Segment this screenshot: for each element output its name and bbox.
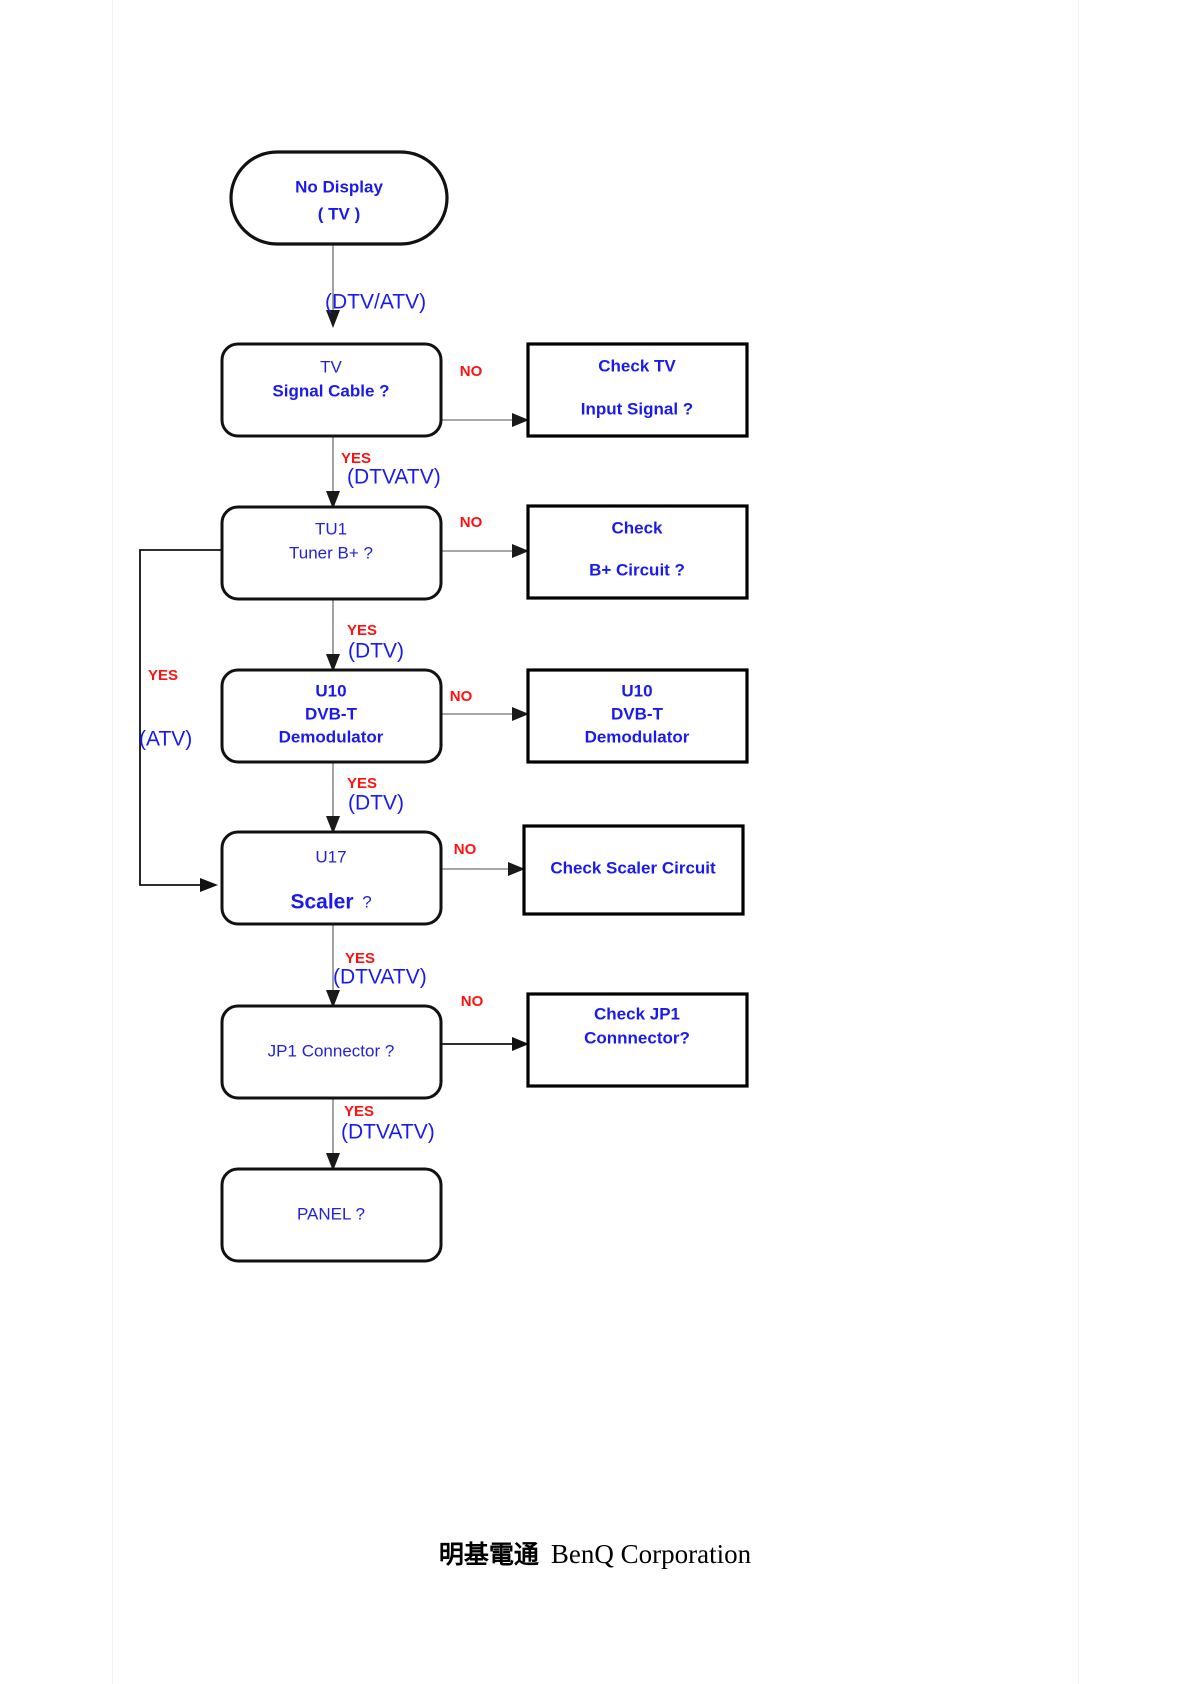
- edge-label-tv-yes-mode: (DTVATV): [347, 466, 441, 489]
- node-u17-line2: Scaler: [290, 891, 353, 914]
- node-tv-signal-cable[interactable]: TV Signal Cable ?: [220, 342, 443, 438]
- node-check-scaler-line1: Check Scaler Circuit: [550, 858, 716, 877]
- edge-label-u17-yes: YES: [345, 950, 375, 967]
- node-tv-signal-line2: Signal Cable ?: [272, 381, 389, 400]
- node-u10-line2: DVB-T: [305, 704, 358, 723]
- node-u10-check-line3: Demodulator: [585, 727, 690, 746]
- node-jp1-connector[interactable]: JP1 Connector ?: [220, 1004, 443, 1100]
- footer-company-latin: BenQ Corporation: [550, 1539, 752, 1569]
- connector-start-to-tv-signal: [326, 243, 340, 328]
- node-start-line2: ( TV ): [318, 204, 361, 223]
- node-check-bplus-circuit[interactable]: Check B+ Circuit ?: [526, 504, 749, 600]
- node-tv-signal-line1: TV: [320, 357, 342, 376]
- node-check-tv-line1: Check TV: [598, 356, 676, 375]
- node-u17-scaler[interactable]: U17 Scaler ?: [220, 830, 443, 926]
- edge-label-tu1-yes: YES: [347, 622, 377, 639]
- connector-u17-no: [441, 862, 525, 876]
- edge-label-u17-no: NO: [454, 841, 477, 858]
- connector-jp1-no: [441, 1037, 529, 1051]
- node-u17-line1: U17: [315, 847, 346, 866]
- node-u10-dvbt-demodulator-check[interactable]: U10 DVB-T Demodulator: [526, 668, 749, 764]
- connector-tv-signal-yes: [326, 434, 340, 509]
- node-u10-line3: Demodulator: [279, 727, 384, 746]
- flowchart-canvas: No Display ( TV ) TV Signal Cable ? Chec…: [139, 150, 749, 1263]
- node-tu1-line1: TU1: [315, 519, 347, 538]
- edge-label-atv-mode: (ATV): [139, 728, 192, 751]
- node-u17-line2b: ?: [362, 892, 371, 911]
- node-u10-check-line2: DVB-T: [611, 704, 664, 723]
- connector-tu1-yes-atv-bypass: [139, 549, 222, 892]
- node-check-jp1-connector[interactable]: Check JP1 Connnector?: [526, 992, 749, 1088]
- connector-jp1-yes: [326, 1095, 340, 1171]
- edge-label-u17-yes-mode: (DTVATV): [333, 966, 427, 989]
- node-check-tv-line2: Input Signal ?: [581, 399, 693, 418]
- footer-company-cjk: 明基電通: [438, 1540, 539, 1569]
- connector-tu1-no: [441, 544, 529, 558]
- edge-label-tv-yes: YES: [341, 450, 371, 467]
- footer: 明基電通 BenQ Corporation: [0, 1535, 1190, 1571]
- edge-label-atv-yes: YES: [148, 667, 178, 684]
- node-u10-check-line1: U10: [621, 681, 652, 700]
- edge-label-jp1-yes: YES: [344, 1103, 374, 1120]
- node-check-scaler-circuit[interactable]: Check Scaler Circuit: [522, 824, 745, 916]
- node-check-jp1-line1: Check JP1: [594, 1004, 680, 1023]
- connector-tv-signal-no: [441, 413, 529, 427]
- node-jp1-line1: JP1 Connector ?: [268, 1041, 395, 1060]
- node-tu1-tuner-bplus[interactable]: TU1 Tuner B+ ?: [220, 505, 443, 601]
- edge-label-jp1-yes-mode: (DTVATV): [341, 1121, 435, 1144]
- node-start[interactable]: No Display ( TV ): [229, 150, 449, 246]
- node-check-jp1-line2: Connnector?: [584, 1028, 690, 1047]
- connector-tu1-yes-dtv: [326, 596, 340, 672]
- node-tu1-line2: Tuner B+ ?: [289, 543, 373, 562]
- page-right-edge: [1078, 0, 1079, 1684]
- edge-label-tu1-yes-mode: (DTV): [348, 640, 404, 663]
- node-check-bplus-line1: Check: [611, 518, 663, 537]
- edge-label-start-mode: (DTV/ATV): [325, 291, 426, 314]
- edge-label-u10-yes-mode: (DTV): [348, 792, 404, 815]
- page-left-edge: [112, 0, 113, 1684]
- node-check-tv-input-signal[interactable]: Check TV Input Signal ?: [526, 342, 749, 438]
- node-start-line1: No Display: [295, 177, 383, 196]
- node-panel[interactable]: PANEL ?: [220, 1167, 443, 1263]
- edge-label-u10-yes: YES: [347, 775, 377, 792]
- edge-label-jp1-no: NO: [461, 993, 484, 1010]
- node-check-bplus-line2: B+ Circuit ?: [589, 560, 685, 579]
- node-u10-line1: U10: [315, 681, 346, 700]
- connector-u10-yes-dtv: [326, 759, 340, 834]
- connector-u17-yes: [326, 921, 340, 1008]
- edge-label-tu1-no: NO: [460, 514, 483, 531]
- edge-label-u10-no: NO: [450, 688, 473, 705]
- node-u10-dvbt-demodulator[interactable]: U10 DVB-T Demodulator: [220, 668, 443, 764]
- node-panel-line1: PANEL ?: [297, 1204, 365, 1223]
- connector-u10-no: [441, 707, 529, 721]
- edge-label-tv-no: NO: [460, 363, 483, 380]
